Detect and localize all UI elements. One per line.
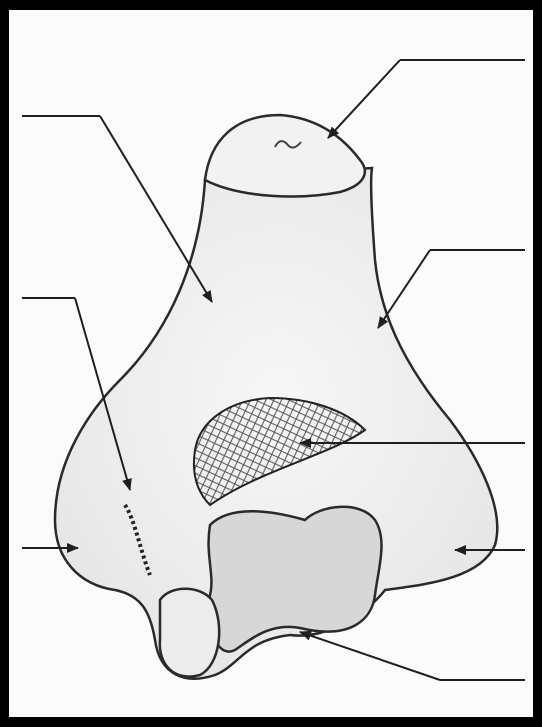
shaft-cut-surface — [205, 115, 365, 196]
lateral-condyle — [160, 589, 219, 677]
